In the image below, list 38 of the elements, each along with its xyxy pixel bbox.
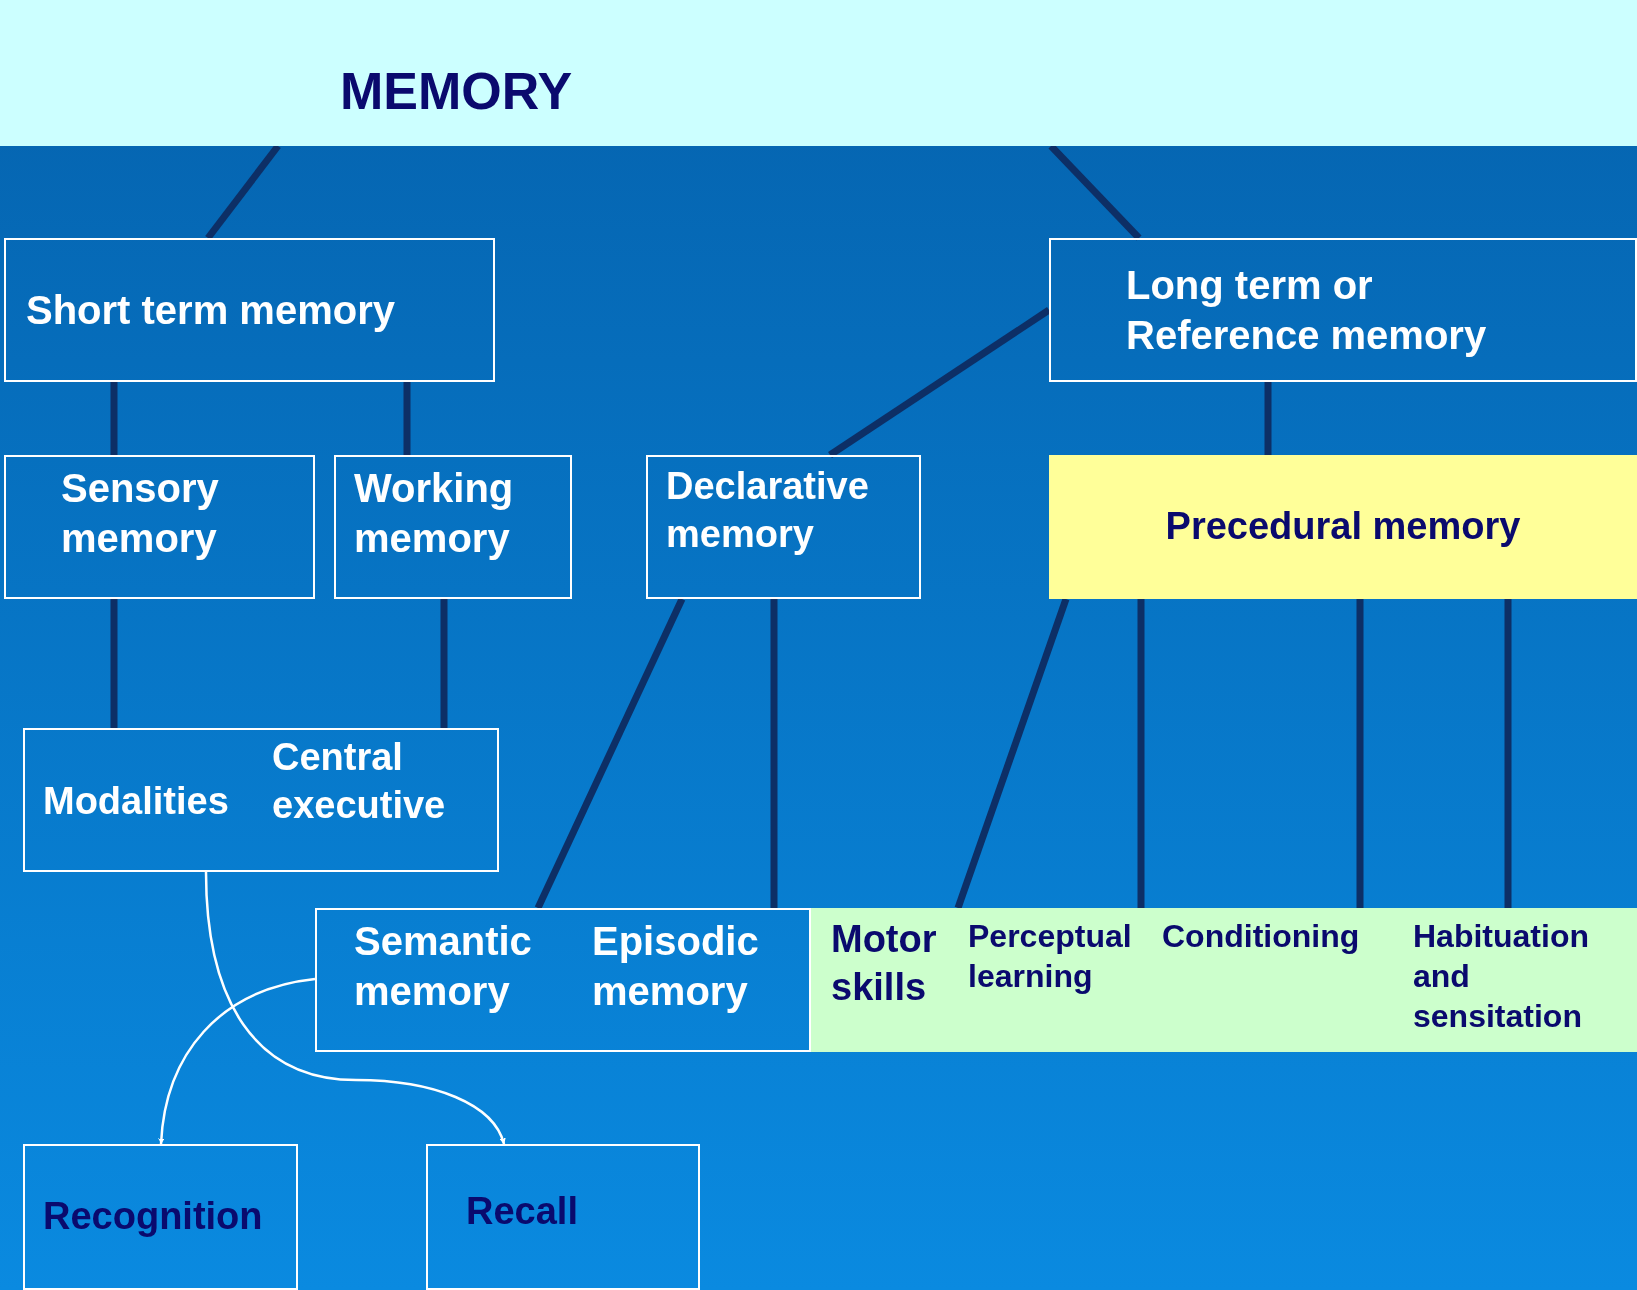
box-label: Episodic memory bbox=[592, 918, 760, 1015]
memory-box bbox=[4, 455, 315, 599]
curved-arrow bbox=[204, 871, 506, 1145]
memory-box bbox=[1049, 238, 1637, 382]
connector-line bbox=[1504, 599, 1512, 908]
box-label: Recall bbox=[466, 1189, 578, 1235]
group-box bbox=[315, 908, 811, 1052]
box-label: Semantic memory bbox=[354, 918, 533, 1015]
box-label: Short term memory bbox=[26, 287, 395, 334]
group-box bbox=[811, 908, 1637, 1052]
box-label: Conditioning bbox=[1162, 917, 1360, 956]
memory-box bbox=[646, 455, 921, 599]
box-label: Motor skills bbox=[831, 917, 938, 1010]
connector-line bbox=[1356, 599, 1364, 908]
box-label: Sensory memory bbox=[61, 465, 220, 562]
connector-line bbox=[828, 307, 1051, 458]
box-label: Central executive bbox=[272, 735, 447, 828]
box-label: Declarative memory bbox=[666, 464, 870, 557]
memory-box bbox=[426, 1144, 700, 1290]
connector-line bbox=[954, 597, 1070, 910]
box-label: Working memory bbox=[354, 465, 515, 562]
curved-arrow bbox=[157, 977, 316, 1145]
memory-box bbox=[23, 1144, 298, 1290]
highlight-box bbox=[1049, 455, 1637, 599]
box-label: Habituation and sensitation bbox=[1413, 917, 1590, 1036]
connector-line bbox=[1137, 599, 1145, 908]
box-label: Recognition bbox=[43, 1194, 263, 1240]
connector-line bbox=[205, 143, 281, 241]
box-label: Perceptual learning bbox=[968, 917, 1133, 996]
connector-line bbox=[534, 597, 686, 910]
box-label: MEMORY bbox=[340, 60, 573, 122]
box-label: Precedural memory bbox=[1165, 504, 1521, 550]
group-box bbox=[23, 728, 499, 872]
box-label: Modalities bbox=[43, 779, 229, 825]
memory-box bbox=[4, 238, 495, 382]
box-label: Long term or Reference memory bbox=[1126, 262, 1488, 359]
memory-box bbox=[334, 455, 572, 599]
title-band bbox=[0, 0, 1637, 146]
